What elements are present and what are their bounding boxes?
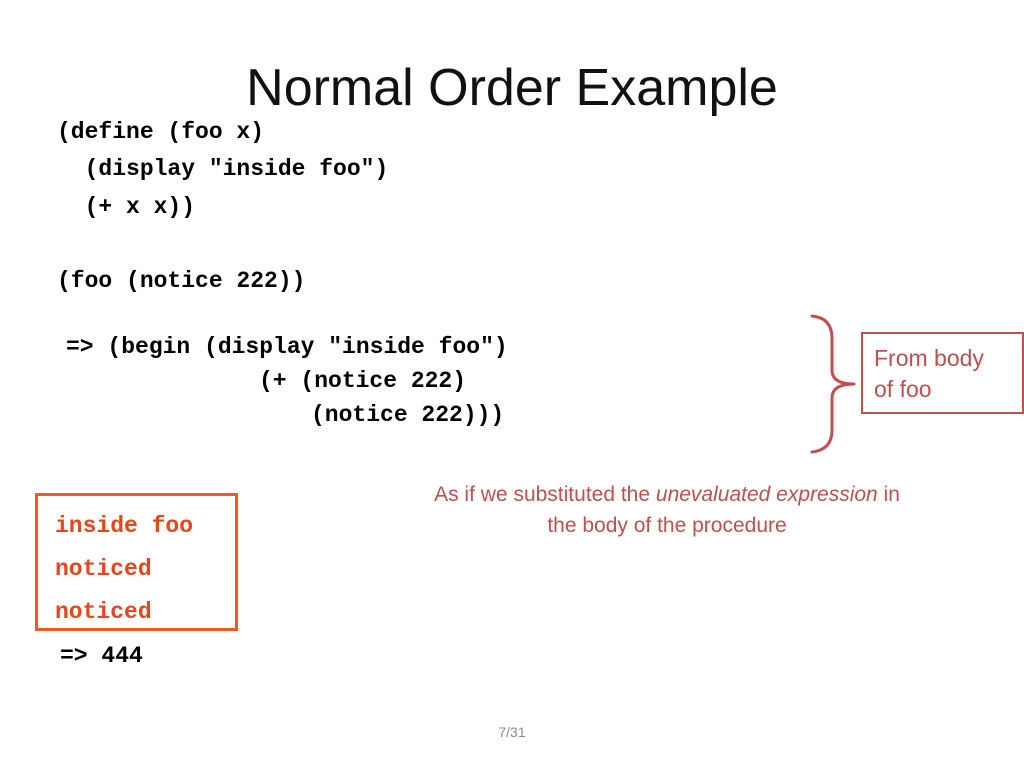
page-number: 7/31 [498,724,526,740]
curly-brace-icon [810,314,856,454]
code-expansion-line-1: => (begin (display "inside foo") [66,334,508,360]
note-text-1: As if we substituted the [434,483,656,506]
output-line-3: noticed [55,599,152,625]
code-expansion-line-2: (+ (notice 222) [259,368,467,394]
code-expansion-line-3: (notice 222))) [311,402,505,428]
callout-box: From body of foo [861,332,1024,414]
output-box: inside foo noticed noticed [35,493,238,631]
callout-line-2: of foo [874,376,932,402]
note-text-2: in the body of the procedure [547,483,900,537]
note-emphasis: unevaluated expression [655,483,878,506]
slide-title: Normal Order Example [246,59,778,117]
output-line-1: inside foo [55,513,194,539]
code-define-line-1: (define (foo x) [57,119,265,145]
code-define-line-2: (display "inside foo") [57,156,389,182]
code-define-line-3: (+ x x)) [57,194,196,220]
callout-line-1: From body [874,345,984,371]
code-call-line: (foo (notice 222)) [57,268,306,294]
result-line: => 444 [60,643,143,669]
output-line-2: noticed [55,556,152,582]
substitution-note: As if we substituted the unevaluated exp… [420,479,914,541]
